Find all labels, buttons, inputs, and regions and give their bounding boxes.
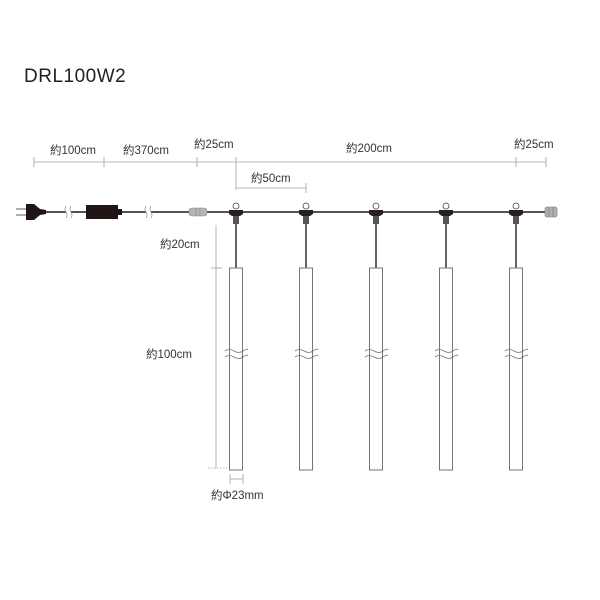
dim-label-controller-cord: 約370cm — [123, 145, 170, 157]
pendant-tube-5 — [504, 202, 529, 471]
controller-box-icon — [86, 205, 122, 219]
pendant-tube-3 — [364, 202, 389, 471]
dim-label-drop: 約20cm — [160, 239, 200, 251]
end-connector-icon — [544, 206, 558, 218]
pendant-tube-2 — [294, 202, 319, 471]
dim-label-tail: 約25cm — [514, 139, 554, 151]
dim-label-plug-cord: 約100cm — [50, 145, 97, 157]
pendant-tube-1 — [224, 202, 249, 471]
dim-label-tube-length: 約100cm — [146, 349, 193, 361]
dim-label-pitch: 約50cm — [251, 173, 291, 185]
inline-connector-icon — [188, 207, 208, 217]
dim-label-tube-diameter: 約Φ23mm — [211, 490, 264, 502]
product-model-title: DRL100W2 — [24, 66, 127, 87]
power-plug-icon — [16, 204, 46, 220]
dim-label-span: 約200cm — [346, 143, 393, 155]
dim-label-lead: 約25cm — [194, 139, 234, 151]
top-dimension-line — [33, 157, 547, 193]
vertical-dimension-line — [208, 225, 244, 484]
cable-break-marks — [64, 205, 153, 219]
pendant-tube-4 — [434, 202, 459, 471]
